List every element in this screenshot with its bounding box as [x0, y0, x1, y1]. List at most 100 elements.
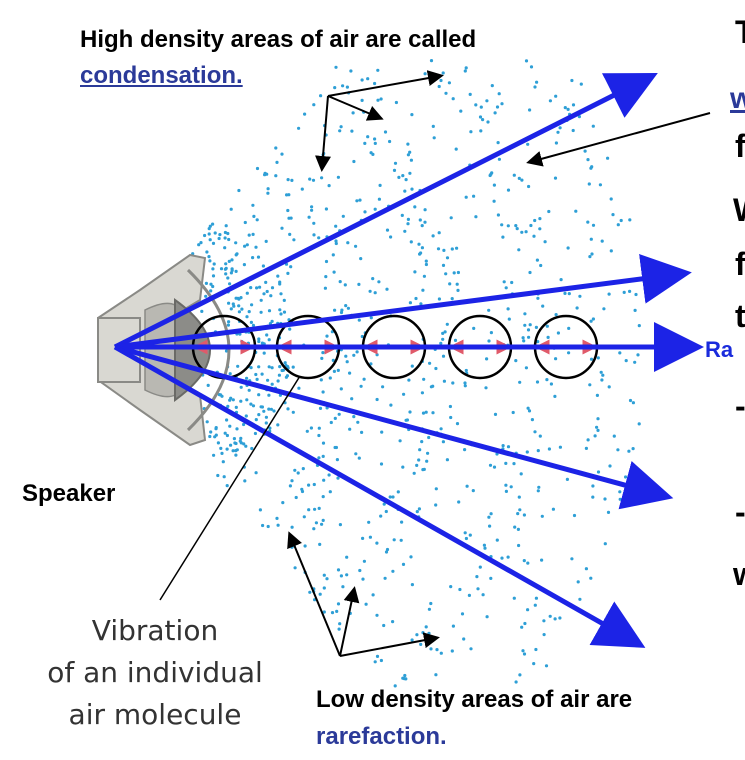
- air-molecule-dot: [495, 105, 500, 109]
- air-molecule-dot: [341, 214, 345, 218]
- air-molecule-dot: [362, 559, 366, 563]
- air-molecule-dot: [449, 415, 453, 420]
- air-molecule-dot: [527, 335, 531, 339]
- air-molecule-dot: [308, 177, 312, 181]
- air-molecule-dot: [224, 224, 228, 228]
- air-molecule-dot: [264, 415, 268, 419]
- air-molecule-dot: [618, 497, 622, 501]
- air-molecule-dot: [409, 240, 413, 244]
- air-molecule-dot: [307, 508, 311, 512]
- air-molecule-dot: [519, 472, 523, 476]
- air-molecule-dot: [358, 198, 362, 202]
- air-molecule-dot: [200, 309, 204, 313]
- air-molecule-dot: [228, 424, 232, 428]
- air-molecule-dot: [255, 286, 259, 290]
- air-molecule-dot: [587, 182, 591, 186]
- air-molecule-dot: [310, 205, 314, 209]
- air-molecule-dot: [493, 412, 498, 416]
- air-molecule-dot: [567, 326, 571, 330]
- air-molecule-dot: [570, 78, 574, 83]
- air-molecule-dot: [324, 275, 328, 279]
- air-molecule-dot: [553, 176, 558, 180]
- air-molecule-dot: [296, 471, 300, 475]
- air-molecule-dot: [389, 235, 393, 239]
- air-molecule-dot: [360, 98, 364, 102]
- air-molecule-dot: [417, 507, 421, 511]
- air-molecule-dot: [559, 278, 563, 282]
- air-molecule-dot: [410, 364, 414, 368]
- air-molecule-dot: [533, 218, 537, 223]
- air-molecule-dot: [251, 323, 256, 327]
- air-molecule-dot: [472, 326, 476, 330]
- air-molecule-dot: [235, 427, 239, 431]
- cut-text-3: f: [735, 128, 745, 164]
- air-molecule-dot: [337, 412, 341, 416]
- ray-5: [113, 344, 646, 648]
- air-molecule-dot: [489, 331, 493, 335]
- air-molecule-dot: [611, 213, 615, 217]
- air-molecule-dot: [616, 223, 620, 227]
- air-molecule-dot: [493, 111, 497, 115]
- air-molecule-dot: [383, 576, 387, 580]
- air-molecule-dot: [534, 596, 539, 600]
- air-molecule-dot: [463, 69, 467, 73]
- air-molecule-dot: [223, 230, 227, 235]
- air-molecule-dot: [257, 413, 261, 417]
- air-molecule-dot: [540, 558, 544, 562]
- air-molecule-dot: [259, 405, 263, 409]
- air-molecule-dot: [542, 619, 546, 623]
- air-molecule-dot: [482, 543, 486, 547]
- air-molecule-dot: [349, 69, 353, 73]
- air-molecule-dot: [288, 232, 292, 236]
- cut-text-7: -: [735, 388, 745, 424]
- air-molecule-dot: [628, 289, 632, 293]
- air-molecule-dot: [317, 426, 321, 430]
- air-molecule-dot: [305, 429, 309, 433]
- air-molecule-dot: [547, 209, 551, 214]
- air-molecule-dot: [526, 328, 531, 332]
- air-molecule-dot: [376, 68, 380, 72]
- air-molecule-dot: [481, 118, 485, 122]
- air-molecule-dot: [631, 447, 635, 451]
- air-molecule-dot: [391, 569, 395, 573]
- air-molecule-dot: [397, 175, 401, 179]
- air-molecule-dot: [254, 245, 258, 249]
- air-molecule-dot: [290, 479, 294, 483]
- air-molecule-dot: [227, 320, 231, 324]
- air-molecule-dot: [301, 467, 305, 471]
- air-molecule-dot: [618, 490, 622, 494]
- air-molecule-dot: [415, 633, 419, 637]
- air-molecule-dot: [406, 153, 410, 157]
- air-molecule-dot: [424, 259, 428, 263]
- air-molecule-dot: [467, 593, 471, 598]
- air-molecule-dot: [234, 241, 238, 245]
- air-molecule-dot: [609, 197, 613, 201]
- air-molecule-dot: [243, 220, 247, 225]
- air-molecule-dot: [280, 152, 284, 156]
- air-molecule-dot: [524, 230, 528, 234]
- air-molecule-dot: [439, 78, 443, 83]
- air-molecule-dot: [479, 105, 483, 109]
- air-molecule-dot: [214, 427, 218, 431]
- air-molecule-dot: [348, 427, 352, 431]
- air-molecule-dot: [231, 449, 235, 453]
- air-molecule-dot: [360, 430, 364, 434]
- air-molecule-dot: [497, 92, 501, 96]
- air-molecule-dot: [517, 248, 521, 252]
- air-molecule-dot: [424, 410, 428, 414]
- air-molecule-dot: [260, 372, 264, 376]
- air-molecule-dot: [526, 608, 530, 612]
- air-molecule-dot: [627, 449, 631, 453]
- air-molecule-dot: [588, 383, 592, 387]
- air-molecule-dot: [400, 213, 404, 217]
- air-molecule-dot: [262, 292, 266, 296]
- air-molecule-dot: [449, 216, 453, 220]
- air-molecule-dot: [439, 341, 443, 345]
- air-molecule-dot: [355, 199, 359, 203]
- air-molecule-dot: [359, 257, 363, 261]
- air-molecule-dot: [234, 296, 238, 300]
- air-molecule-dot: [338, 280, 342, 284]
- air-molecule-dot: [351, 111, 355, 115]
- air-molecule-dot: [212, 262, 216, 266]
